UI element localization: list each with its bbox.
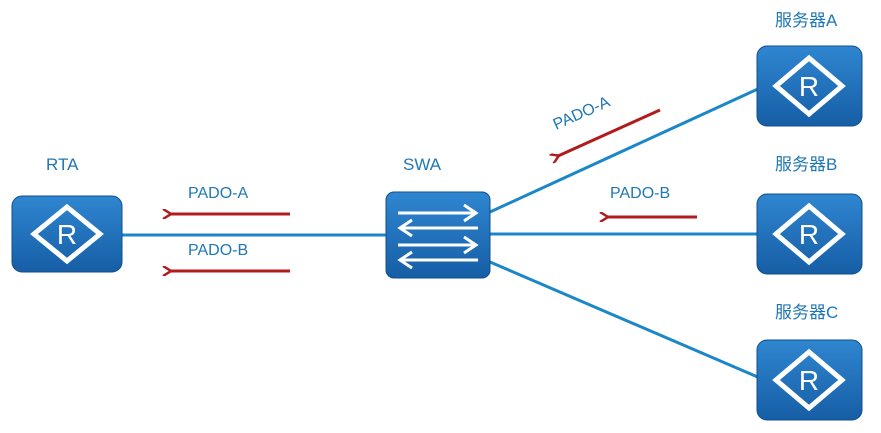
router-server-c: R xyxy=(756,339,863,421)
server-c-label: 服务器C xyxy=(775,303,838,322)
switch-swa xyxy=(385,191,491,279)
router-r-icon: R xyxy=(772,202,846,266)
svg-text:R: R xyxy=(799,71,819,102)
links xyxy=(122,86,761,380)
rta-label: RTA xyxy=(46,155,79,174)
router-r-icon: R xyxy=(772,348,846,412)
arrow-server-a-pado xyxy=(558,108,661,156)
message-arrows xyxy=(170,108,697,271)
server-b-label: 服务器B xyxy=(775,155,837,174)
svg-text:R: R xyxy=(799,365,819,396)
svg-text:R: R xyxy=(57,219,77,250)
pado-a-label-left: PADO-A xyxy=(188,185,248,202)
link-swa-server-c xyxy=(489,260,761,380)
server-a-label: 服务器A xyxy=(775,11,838,30)
swa-label: SWA xyxy=(403,155,442,174)
router-r-icon: R xyxy=(30,203,104,265)
router-rta: R xyxy=(11,195,123,273)
pado-a-label-server: PADO-A xyxy=(551,94,613,134)
router-server-a: R xyxy=(756,45,863,127)
router-r-icon: R xyxy=(772,54,846,118)
pado-b-label-left: PADO-B xyxy=(188,242,248,259)
router-server-b: R xyxy=(756,193,863,275)
svg-text:R: R xyxy=(799,219,819,250)
link-swa-server-a xyxy=(489,86,761,214)
pado-b-label-server: PADO-B xyxy=(610,185,670,202)
switch-arrows-icon xyxy=(397,203,479,270)
